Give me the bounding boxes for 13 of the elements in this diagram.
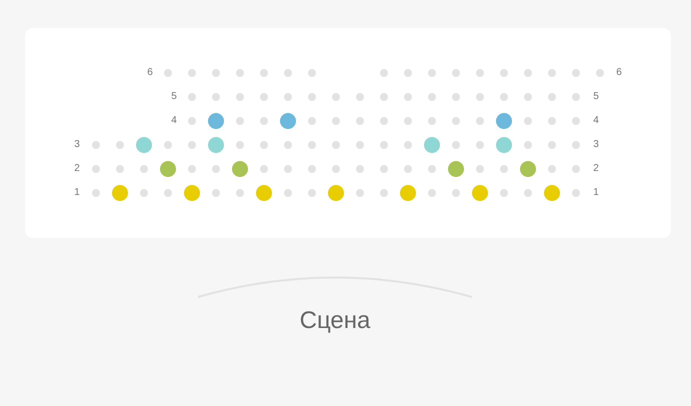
row-number: 5 [171, 92, 177, 102]
row-number: 3 [593, 140, 599, 150]
row-number: 1 [74, 188, 80, 198]
row-number: 6 [147, 68, 153, 78]
row-number: 2 [74, 164, 80, 174]
row-number: 2 [593, 164, 599, 174]
row-number: 1 [593, 188, 599, 198]
row-number: 3 [74, 140, 80, 150]
stage-label: Сцена [300, 308, 370, 334]
row-number: 4 [171, 116, 177, 126]
row-number: 6 [616, 68, 622, 78]
row-number: 4 [593, 116, 599, 126]
row-number: 5 [593, 92, 599, 102]
